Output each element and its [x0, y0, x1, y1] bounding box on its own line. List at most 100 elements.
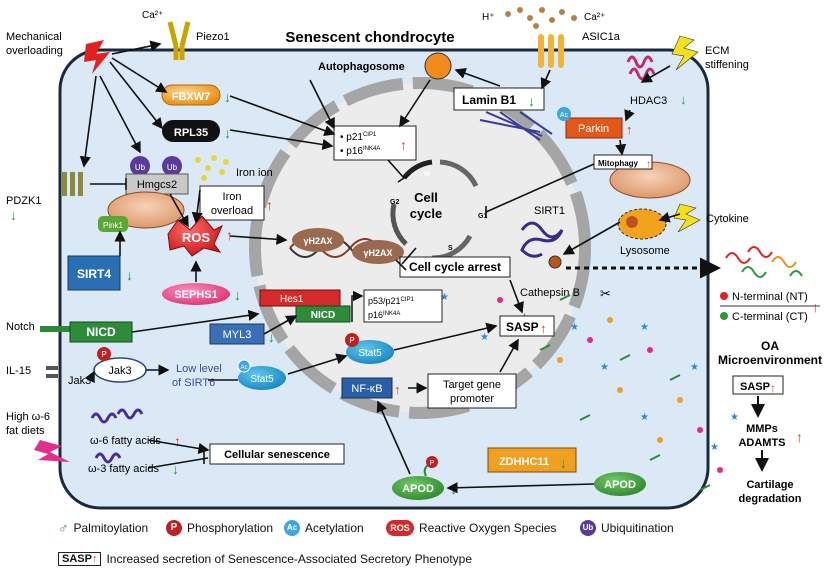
- asic-channel-icon: [538, 34, 564, 68]
- lamin-label: Lamin B1: [462, 93, 516, 107]
- pink1-badge: [98, 216, 128, 232]
- legend-palm-label: Palmitoylation: [73, 521, 149, 535]
- piezo-label: Piezo1: [196, 31, 230, 43]
- pathway-arrows: [79, 40, 681, 494]
- transcription-arrow: [351, 290, 364, 322]
- fa6-label: ω-6 fatty acids: [90, 435, 161, 447]
- target-box: [427, 373, 517, 409]
- mech-label-1: Mechanical: [6, 31, 62, 43]
- sasp-legend-up-arrow: ↑: [91, 553, 98, 565]
- fa3-down-arrow: ↓: [172, 461, 179, 477]
- legend-acet: Ac Acetylation: [284, 520, 364, 536]
- sephs1-label: SEPHS1: [174, 289, 217, 301]
- jak3-left-label: Jak3: [68, 375, 91, 387]
- ca-left-label: Ca²⁺: [142, 10, 163, 21]
- cell-cycle-label-2: cycle: [410, 206, 443, 221]
- iron-dots-icon: [195, 155, 229, 181]
- phos-legend-icon: P: [166, 520, 182, 536]
- h2ax-left-label: γH2AX: [303, 236, 332, 246]
- parkin-label: Parkin: [578, 123, 609, 135]
- sasp-legend-box: SASP↑: [58, 552, 102, 566]
- legend-ubiq-label: Ubiquitination: [601, 521, 674, 535]
- pdzk1-down-arrow: ↓: [10, 207, 17, 223]
- p21-p16-box: [333, 125, 417, 161]
- apod-left-pill: [392, 476, 444, 500]
- sephs1-pill: [162, 283, 230, 305]
- legend-ros-label: Reactive Oxygen Species: [419, 521, 557, 535]
- lysosome-core-icon: [626, 216, 638, 228]
- p21-p16-up-arrow: ↑: [400, 137, 407, 153]
- p53-sup: CIP1: [401, 297, 415, 303]
- iron-overload-box: [199, 185, 265, 221]
- sephs1-down-arrow: ↓: [234, 287, 241, 303]
- pdzk1-label: PDZK1: [6, 195, 41, 207]
- parkin-box: [565, 117, 623, 139]
- zdhhc11-box: [487, 447, 577, 473]
- nicd-left-label: NICD: [86, 325, 116, 339]
- iron-overload-up-arrow: ↑: [266, 197, 273, 213]
- oa-label-2: Microenvironment: [718, 353, 822, 367]
- parkin-ac-badge: [557, 107, 571, 121]
- cell-cycle-label-1: Cell: [414, 190, 438, 205]
- jak3-p-text: P: [101, 350, 106, 359]
- lysosome-label: Lysosome: [620, 245, 670, 257]
- ca-right-label: Ca²⁺: [584, 12, 605, 23]
- p21-sup: CIP1: [363, 132, 377, 138]
- myl3-down-arrow: ↓: [268, 329, 275, 345]
- rpl35-down-arrow: ↓: [224, 125, 231, 141]
- low-sirt6-label-2: of SIRT6: [172, 377, 215, 389]
- svg-text:★: ★: [640, 412, 649, 423]
- lamin-down-arrow: ↓: [528, 93, 535, 109]
- sasp-up-arrow: ↑: [540, 321, 547, 336]
- lamin-fibers-icon: [479, 111, 553, 141]
- ecm-label-1: ECM: [705, 45, 729, 57]
- lamin-box: [453, 87, 545, 111]
- p53-p16-name: p16: [368, 310, 383, 320]
- stat5-left-pill: [238, 366, 286, 390]
- low-sirt6-label-1: Low level: [176, 363, 222, 375]
- svg-text:★: ★: [710, 442, 719, 453]
- legend-phos-label: Phosphorylation: [187, 521, 274, 535]
- svg-text:★: ★: [600, 362, 609, 373]
- hdac3-down-arrow: ↓: [680, 92, 687, 107]
- iron-overload-label-2: overload: [211, 205, 253, 217]
- svg-text:★: ★: [480, 332, 489, 343]
- p16-item: • p16INK4A: [340, 146, 380, 157]
- apod-right-pill: [594, 472, 646, 496]
- mech-label-2: overloading: [6, 45, 63, 57]
- rpl35-pill: [162, 120, 220, 142]
- p16-name: p16: [346, 146, 363, 157]
- il15-receptor-icon: [46, 366, 58, 378]
- nfkb-box: [341, 377, 393, 399]
- mmps-up-arrow: ↑: [796, 429, 803, 445]
- cycle-arc-1: [439, 159, 479, 188]
- ct-label: C-terminal (CT): [732, 311, 808, 323]
- legend-ubiq: Ub Ubiquitination: [580, 520, 674, 536]
- parkin-up-arrow: ↑: [626, 122, 633, 137]
- sasp-legend-text: SASP: [62, 553, 92, 565]
- p53-p16-sup: INK4A: [383, 311, 400, 317]
- legend-ros: ROS Reactive Oxygen Species: [386, 520, 556, 536]
- pdzk1-receptor-icon: [62, 172, 83, 196]
- legend-sasp: SASP↑ Increased secretion of Senescence-…: [58, 552, 472, 566]
- sirt4-down-arrow: ↓: [126, 267, 133, 283]
- jak3-right-label: Jak3: [108, 365, 131, 377]
- h2ax-right-badge: [352, 240, 404, 264]
- p53-name: p53/p21: [368, 296, 401, 306]
- notch-receptor-icon: [40, 326, 70, 332]
- nicd-right-label: NICD: [311, 310, 335, 321]
- ecm-label-2: stiffening: [705, 59, 749, 71]
- p53-box: [363, 289, 443, 323]
- acet-legend-icon: Ac: [284, 520, 300, 536]
- svg-text:★: ★: [730, 412, 739, 423]
- stat5-right-pill: [346, 340, 394, 364]
- cathepsin-label: Cathepsin B: [520, 287, 580, 299]
- nicd-right-box: [295, 305, 351, 323]
- nt-ct-up-arrow: ↑: [812, 299, 819, 315]
- phase-g2: G2: [390, 199, 399, 206]
- zdhhc11-down-arrow: ↓: [560, 455, 567, 471]
- svg-text:★: ★: [640, 322, 649, 333]
- lightning-mech-icon: [84, 40, 110, 74]
- oa-sasp-box: [732, 375, 784, 395]
- cytokine-label: Cytokine: [706, 213, 749, 225]
